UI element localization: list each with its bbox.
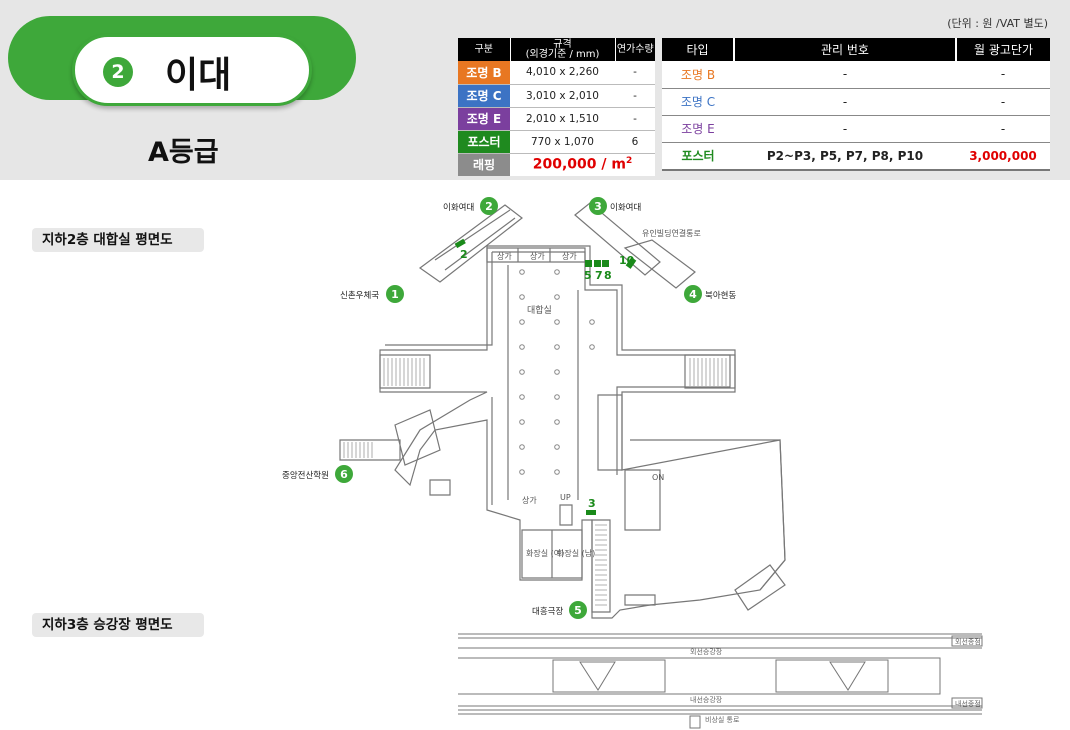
exit-1-label: 신촌우체국 (340, 290, 379, 301)
station-name: 이대 (165, 55, 232, 96)
exit-1: 신촌우체국 1 (340, 285, 404, 303)
price-row: 조명 E-- (662, 115, 1050, 143)
price-header-price: 월 광고단가 (956, 38, 1050, 61)
station-badge: 2 이대 (8, 16, 356, 106)
poster-marker-2: 2 (460, 248, 468, 261)
price-value: - (956, 115, 1050, 143)
wrapping-price: 200,000 / m2 (510, 153, 655, 176)
shop-label-1: 상가 (497, 251, 512, 261)
price-value: 3,000,000 (956, 142, 1050, 171)
spec-header-size: 규격 (외경기준 / mm) (510, 38, 616, 61)
exit-6-label: 중앙전산학원 (282, 470, 329, 481)
price-type: 조명 E (662, 115, 734, 143)
spec-size: 770 x 1,070 (510, 130, 615, 154)
spec-type: 조명 E (458, 107, 510, 131)
restroom-m-label: 화장실 (남) (557, 548, 595, 558)
b2-section-label: 지하2층 대합실 평면도 (32, 228, 204, 252)
up-label: UP (560, 493, 571, 502)
shop-label-3: 상가 (562, 251, 577, 261)
exit-4-number: 4 (689, 288, 697, 301)
exit-5: 대흥극장 5 (532, 601, 587, 619)
on-label: ON (652, 473, 664, 482)
exit-2-label: 이화여대 (443, 202, 474, 213)
price-ids: - (734, 61, 956, 89)
spec-type: 조명 B (458, 61, 510, 85)
poster-marker-7: 7 (595, 269, 603, 282)
poster-marker-5: 5 (584, 269, 592, 282)
exit-6-number: 6 (340, 468, 348, 481)
spec-qty: 6 (615, 130, 655, 154)
inner-track-label: 내선종점 (955, 699, 981, 708)
price-header-type: 타입 (662, 38, 735, 61)
poster-marker-3: 3 (588, 497, 596, 510)
exit-3-label: 이화여대 (610, 202, 641, 213)
transfer-label: 비상실 통로 (705, 715, 740, 724)
b3-section-label: 지하3층 승강장 평면도 (32, 613, 204, 637)
restroom-f-label: 화장실 (여) (526, 548, 564, 558)
inner-platform-label: 내선승강장 (690, 695, 723, 704)
spec-qty: - (615, 61, 655, 85)
price-value: - (956, 61, 1050, 89)
station-badge-inner: 2 이대 (72, 34, 312, 106)
spec-size: 2,010 x 1,510 (510, 107, 615, 131)
spec-type: 포스터 (458, 130, 510, 154)
exit-2: 이화여대 2 (443, 197, 498, 215)
spec-size: 3,010 x 2,010 (510, 84, 615, 108)
price-value: - (956, 88, 1050, 116)
price-row: 조명 C-- (662, 88, 1050, 116)
price-type: 포스터 (662, 142, 734, 171)
exit-5-label: 대흥극장 (532, 606, 563, 617)
b3-platform-plan (458, 633, 983, 729)
poster-marker-10: 10 (619, 254, 635, 267)
price-type: 조명 B (662, 61, 734, 89)
shop-label-2: 상가 (530, 251, 545, 261)
spec-type: 조명 C (458, 84, 510, 108)
station-number: 2 (103, 57, 133, 87)
exit-5-number: 5 (574, 604, 582, 617)
price-ids: P2~P3, P5, P7, P8, P10 (734, 142, 956, 171)
exit-6: 중앙전산학원 6 (282, 465, 353, 483)
outer-track-label: 외선종점 (955, 637, 981, 646)
price-ids: - (734, 115, 956, 143)
exit-3-number: 3 (594, 200, 602, 213)
spec-header-type: 구분 (458, 38, 511, 61)
outer-platform-label: 외선승강장 (690, 647, 723, 656)
price-header-ids: 관리 번호 (734, 38, 957, 61)
price-row: 조명 B-- (662, 61, 1050, 89)
exit-4: 4 북아현동 (684, 285, 736, 303)
exit-4-label: 북아현동 (705, 290, 736, 301)
spec-size: 4,010 x 2,260 (510, 61, 615, 85)
shop-label-4: 상가 (522, 495, 537, 505)
price-type: 조명 C (662, 88, 734, 116)
wrapping-label: 래핑 (458, 153, 510, 176)
exit-1-number: 1 (391, 288, 399, 301)
spec-qty: - (615, 84, 655, 108)
exit-2-number: 2 (485, 200, 493, 213)
concourse-label: 대합실 (527, 305, 552, 316)
spec-qty: - (615, 107, 655, 131)
unit-note: (단위 : 원 /VAT 별도) (947, 17, 1048, 30)
spec-header-qty: 연가수량 (615, 38, 655, 61)
building-link-label: 유인빌딩연결통로 (642, 228, 701, 238)
poster-marker-8: 8 (604, 269, 612, 282)
grade-label: A등급 (148, 137, 219, 168)
exit-3: 3 이화여대 (589, 197, 641, 215)
price-ids: - (734, 88, 956, 116)
